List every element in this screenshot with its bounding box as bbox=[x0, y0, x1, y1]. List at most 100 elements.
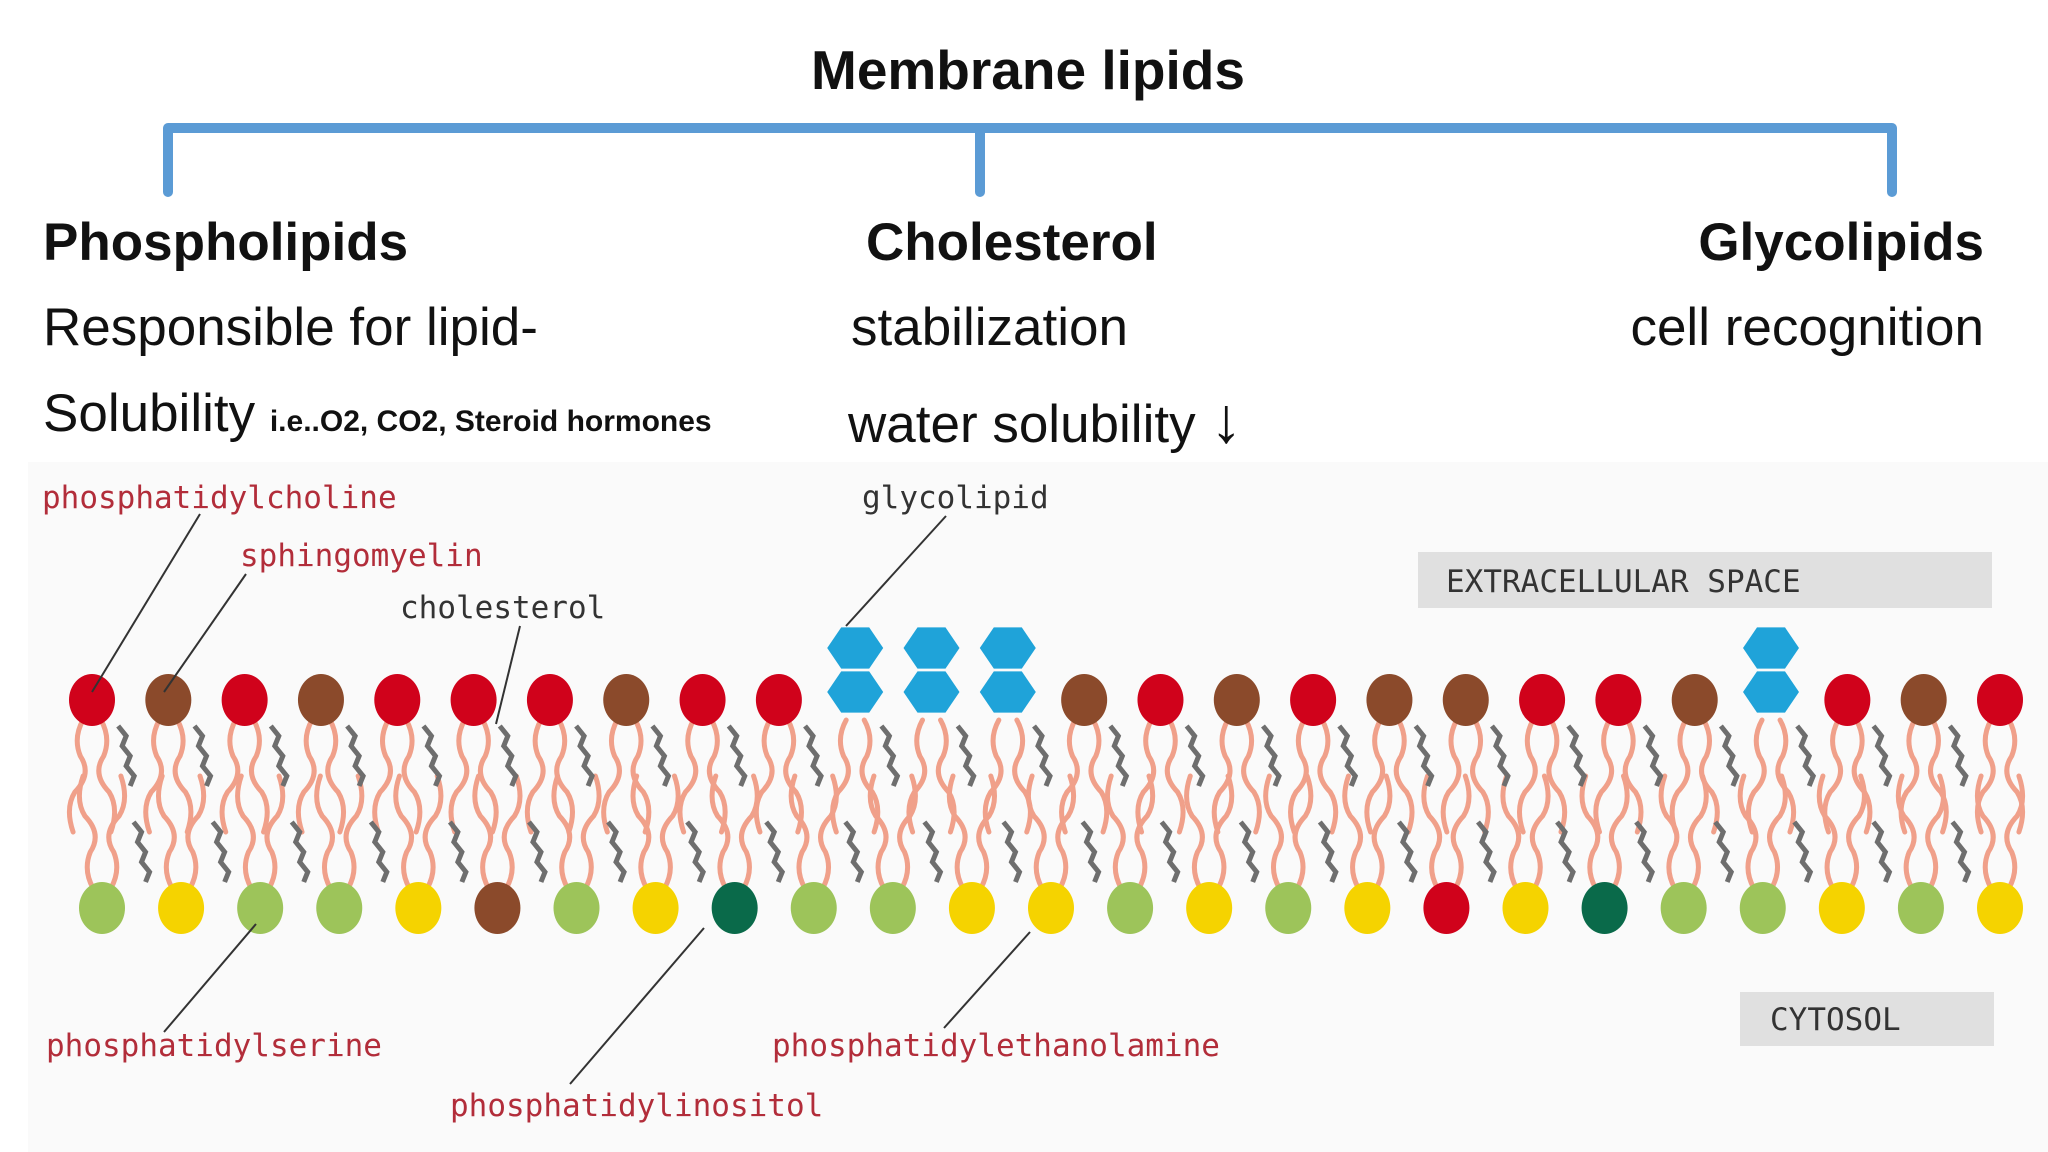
cholesterol-molecule bbox=[116, 724, 138, 787]
lipid-tail bbox=[1342, 773, 1363, 891]
cholesterol-molecule bbox=[1642, 724, 1664, 787]
cholesterol-molecule bbox=[803, 724, 824, 787]
outer-head bbox=[374, 674, 421, 726]
category-bracket bbox=[163, 123, 1897, 197]
cholesterol-molecule bbox=[1159, 820, 1181, 883]
lipid-tail bbox=[106, 773, 128, 891]
lipid-tail bbox=[1055, 773, 1077, 891]
inner-head bbox=[1265, 882, 1312, 934]
phosphatidylinositol-leader bbox=[569, 927, 705, 1085]
lipid-tail bbox=[1292, 773, 1314, 891]
lipid-tail bbox=[477, 717, 499, 835]
cholesterol-molecule bbox=[1566, 724, 1588, 787]
cholesterol-leader bbox=[495, 625, 521, 725]
lipid-tail bbox=[1135, 717, 1157, 835]
inner-head bbox=[1502, 882, 1549, 934]
cholesterol-molecule bbox=[843, 820, 865, 883]
glycolipid-sugar bbox=[979, 627, 1036, 669]
inner-head bbox=[1028, 882, 1074, 934]
lipid-tail bbox=[739, 773, 760, 891]
phosphatidylinositol-label: phosphatidylinositol bbox=[450, 1088, 823, 1124]
cholesterol-molecule bbox=[210, 820, 232, 883]
glycolipid-sugar bbox=[827, 627, 884, 669]
lipid-tail bbox=[1371, 773, 1393, 891]
lipid-tail bbox=[783, 717, 804, 835]
cholesterol-molecule bbox=[1792, 820, 1814, 883]
extracellular-label: EXTRACELLULAR SPACE bbox=[1446, 564, 1801, 600]
inner-head bbox=[632, 882, 679, 934]
inner-head bbox=[1344, 882, 1391, 934]
lipid-tail bbox=[659, 773, 681, 891]
cholesterol-molecule bbox=[192, 724, 214, 787]
cholesterol-molecule bbox=[497, 724, 519, 787]
phospholipids-examples: i.e..O2, CO2, Steroid hormones bbox=[269, 405, 712, 438]
lipid-tail bbox=[630, 773, 652, 891]
lipid-tail bbox=[1546, 717, 1568, 835]
glycolipid-sugar bbox=[827, 671, 884, 713]
lipid-tail bbox=[1928, 717, 1949, 835]
lipid-tail bbox=[1059, 717, 1080, 835]
outer-head bbox=[526, 674, 573, 726]
lipid-tail bbox=[1608, 773, 1630, 891]
inner-head bbox=[316, 882, 363, 934]
outer-head bbox=[1213, 674, 1260, 726]
lipid-tail bbox=[1822, 717, 1844, 835]
lipid-tail bbox=[295, 717, 317, 835]
cholesterol-molecule bbox=[268, 724, 290, 787]
inner-head bbox=[1186, 882, 1233, 934]
lipid-tail bbox=[1241, 717, 1262, 835]
phospholipids-title: Phospholipids bbox=[43, 213, 409, 272]
lipid-tail bbox=[76, 773, 98, 891]
lipid-tail bbox=[906, 717, 928, 835]
outer-head bbox=[1900, 674, 1947, 726]
lipid-tail bbox=[1134, 773, 1156, 891]
lipid-tail bbox=[66, 717, 88, 835]
outer-head bbox=[1442, 674, 1489, 726]
inner-head bbox=[474, 882, 521, 934]
cholesterol-molecule bbox=[1032, 724, 1053, 787]
glycolipid-sugar bbox=[903, 627, 960, 669]
cholesterol-molecule bbox=[1184, 724, 1206, 787]
cytosol-label: CYTOSOL bbox=[1770, 1002, 1901, 1038]
lipid-tail bbox=[1450, 773, 1472, 891]
cholesterol-molecule bbox=[368, 820, 390, 883]
outer-head bbox=[1366, 674, 1413, 726]
cholesterol-molecules bbox=[116, 724, 1972, 883]
lipid-tail bbox=[630, 717, 652, 835]
inner-head bbox=[1818, 882, 1865, 934]
lipid-tail bbox=[1622, 717, 1644, 835]
leader-lines bbox=[91, 513, 1031, 1085]
outer-head bbox=[450, 674, 497, 726]
outer-head bbox=[1290, 674, 1337, 726]
phosphatidylethanolamine-label: phosphatidylethanolamine bbox=[772, 1028, 1220, 1064]
phosphatidylcholine-leader bbox=[91, 513, 201, 693]
cholesterol-molecule bbox=[1634, 820, 1655, 883]
lipid-tail bbox=[946, 773, 968, 891]
inner-head bbox=[158, 882, 205, 934]
outer-head bbox=[1824, 674, 1871, 726]
lipid-tail bbox=[172, 717, 194, 835]
cholesterol-molecule bbox=[1337, 724, 1359, 787]
lipid-tail bbox=[1737, 773, 1759, 891]
cholesterol-molecule bbox=[527, 820, 548, 883]
lipid-tail bbox=[706, 717, 728, 835]
lipid-tail bbox=[1364, 717, 1386, 835]
cytosol-box bbox=[1740, 992, 1994, 1046]
lipid-tail bbox=[1500, 773, 1522, 891]
lipid-tail bbox=[1767, 773, 1788, 891]
glycolipids-desc-line1: cell recognition bbox=[1630, 298, 1984, 357]
outer-head bbox=[1137, 674, 1184, 726]
inner-head bbox=[1739, 882, 1786, 934]
lipid-tail bbox=[1775, 717, 1797, 835]
lipid-tail bbox=[709, 773, 731, 891]
inner-head bbox=[1581, 882, 1628, 934]
lipid-tail bbox=[818, 773, 839, 891]
lipid-tail bbox=[235, 773, 256, 891]
lipid-tail bbox=[1421, 773, 1443, 891]
lipid-tail bbox=[248, 717, 270, 835]
inner-head bbox=[79, 882, 125, 934]
lipid-tail bbox=[1669, 717, 1691, 835]
lipid-tail bbox=[401, 717, 423, 835]
cholesterol-molecule bbox=[726, 724, 748, 787]
cholesterol-molecule bbox=[1871, 820, 1893, 883]
